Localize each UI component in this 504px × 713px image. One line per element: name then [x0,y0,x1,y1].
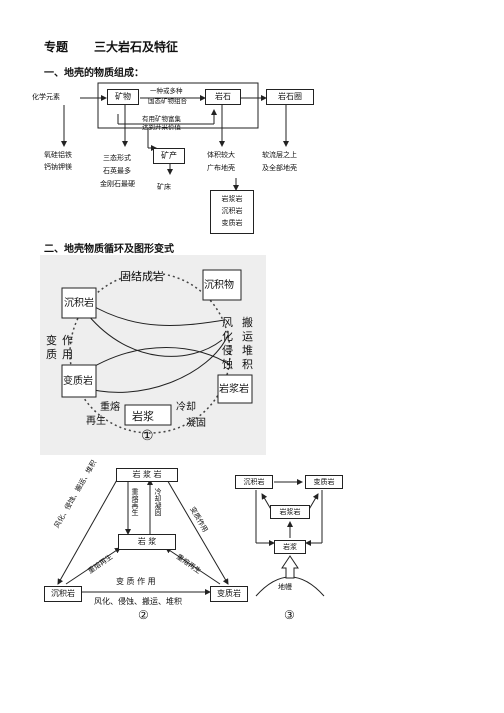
meta-label-3: 作 [62,334,73,347]
weathering-4: 蚀 [222,358,233,371]
remelt-label-1a: 重熔 [100,402,120,413]
topic-label: 专题 [44,40,69,54]
mineral-node: 矿物 [107,89,139,105]
topic-title: 三大岩石及特征 [94,40,179,54]
three-rocks-box: 岩浆岩 沉积岩 变质岩 [210,190,254,234]
chem-elements-node: 化学元素 [32,93,60,101]
mineral-note-3: 金刚石最硬 [100,180,135,188]
transport-2: 运 [242,330,253,343]
ore-node: 矿产 [153,148,185,164]
diagram2-bottom-top-label: 变 质 作 用 [116,577,156,586]
combine-label-2: 国态矿物组合 [148,97,187,105]
transport-3: 堆 [242,344,253,357]
diagram2-sed-box: 沉积岩 [44,586,82,602]
combine-label-1: 一种或多种 [150,87,183,95]
cooling-label-1a: 冷却 [176,402,196,413]
three-rocks-igneous: 岩浆岩 [221,195,243,203]
litho-note-2: 及全部地壳 [262,164,297,172]
transport-4: 积 [242,358,253,371]
remelt-label-1b: 再生 [86,416,106,427]
elements-note-2: 钙钠钾镁 [44,163,72,171]
concentrate-label-2: 达到开采价值 [142,123,181,131]
weathering-1: 风 [222,316,233,329]
earth-composition-diagram [61,82,289,191]
rock-cycle-diagram-1 [40,255,266,455]
igneous-rock-label-1: 岩浆岩 [219,384,249,395]
diagram-3-number: ③ [284,608,295,622]
diagram3-meta-box: 变质岩 [305,475,343,489]
elements-note-1: 氧硅铝铁 [44,151,72,159]
diagram2-remelt-vertical: 重熔再生 [131,488,139,516]
three-rocks-sedimentary: 沉积岩 [221,207,243,215]
rock-cycle-diagram-3 [255,479,325,597]
diagram2-igneous-box: 岩 浆 岩 [116,468,178,482]
rock-cycle-diagram-2 [57,477,229,595]
weathering-3: 侵 [222,344,233,357]
diagram2-cool-vertical: 冷却凝固 [154,488,162,516]
sedimentary-rock-label-1: 沉积岩 [64,298,94,309]
rock-note-2: 广布地壳 [207,164,235,172]
diagram2-magma-box: 岩 浆 [118,534,176,550]
concentrate-label-1: 有用矿物富集 [142,115,181,123]
lithosphere-node: 岩石圈 [266,89,314,105]
meta-label-1: 变 [46,334,57,347]
ore-bed-note: 矿床 [157,183,171,191]
section1-heading: 一、地壳的物质组成： [44,68,144,79]
diagram3-magma-box: 岩浆 [274,540,306,554]
diagram3-mantle-label: 地幔 [278,583,292,591]
meta-label-4: 用 [62,348,73,361]
weathering-2: 化 [222,330,233,343]
sediment-label: 沉积物 [204,280,234,291]
rock-note-1: 体积较大 [207,151,235,159]
diagram2-bottom-bottom-label: 风化、侵蚀、搬运、堆积 [94,597,182,606]
page-title: 专题 三大岩石及特征 [44,38,204,55]
three-rocks-metamorphic: 变质岩 [221,219,243,227]
section2-heading: 二、地壳物质循环及图形变式 [44,244,174,255]
litho-note-1: 软流层之上 [262,151,297,159]
diagram-1-number: ① [141,428,154,444]
mineral-note-1: 三态形式 [103,154,131,162]
cooling-label-1b: 凝固 [186,418,206,429]
transport-1: 搬 [242,316,253,329]
metamorphic-rock-label-1: 变质岩 [63,376,93,387]
mineral-note-2: 石英最多 [103,167,131,175]
diagram3-igneous-box: 岩浆岩 [270,505,310,519]
consolidation-label: 固结成岩 [120,270,164,283]
magma-label-1: 岩浆 [132,410,154,423]
diagram-2-number: ② [138,608,149,622]
diagram2-meta-box: 变质岩 [210,586,248,602]
meta-label-2: 质 [46,348,57,361]
rock-node: 岩石 [205,89,241,105]
diagram3-sed-box: 沉积岩 [235,475,273,489]
